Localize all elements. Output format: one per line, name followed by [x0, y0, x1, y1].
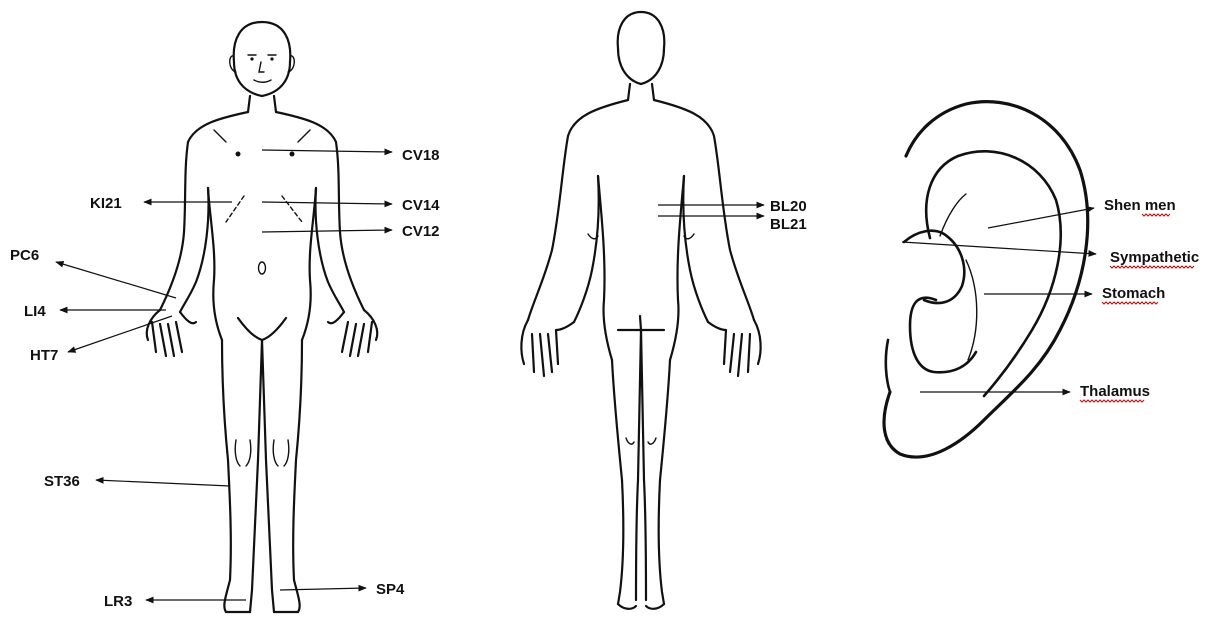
ear-figure — [884, 102, 1088, 457]
spellcheck-underlines — [1080, 214, 1194, 402]
label-sp4: SP4 — [376, 581, 405, 598]
label-stomach: Stomach — [1102, 285, 1165, 302]
ear-arrows — [902, 208, 1096, 392]
arrow-cv14 — [262, 202, 392, 204]
label-li4: LI4 — [24, 303, 46, 320]
front-labels: CV18 KI21 CV14 CV12 PC6 LI4 HT7 ST36 LR3… — [10, 147, 440, 610]
label-bl21: BL21 — [770, 216, 807, 233]
ear-labels: Shen men Sympathetic Stomach Thalamus — [1080, 197, 1199, 400]
back-labels: BL20 BL21 — [770, 198, 807, 233]
front-arrows — [56, 150, 392, 600]
label-thalamus: Thalamus — [1080, 383, 1150, 400]
arrow-sympathetic — [902, 242, 1096, 254]
label-st36: ST36 — [44, 473, 80, 490]
label-ht7: HT7 — [30, 347, 58, 364]
label-cv14: CV14 — [402, 197, 440, 214]
arrow-shen-men — [988, 208, 1094, 228]
arrow-cv18 — [262, 150, 392, 152]
back-body-figure — [521, 12, 760, 609]
label-bl20: BL20 — [770, 198, 807, 215]
arrow-ht7 — [68, 316, 172, 352]
back-arrows — [658, 205, 764, 216]
label-cv12: CV12 — [402, 223, 440, 240]
arrow-sp4 — [280, 588, 366, 590]
arrow-cv12 — [262, 230, 392, 232]
arrow-st36 — [96, 480, 230, 486]
label-ki21: KI21 — [90, 195, 122, 212]
front-body-figure — [147, 22, 378, 612]
label-lr3: LR3 — [104, 593, 132, 610]
label-sympathetic: Sympathetic — [1110, 249, 1199, 266]
arrow-pc6 — [56, 262, 176, 298]
label-pc6: PC6 — [10, 247, 39, 264]
label-cv18: CV18 — [402, 147, 440, 164]
label-shen-men: Shen men — [1104, 197, 1176, 214]
